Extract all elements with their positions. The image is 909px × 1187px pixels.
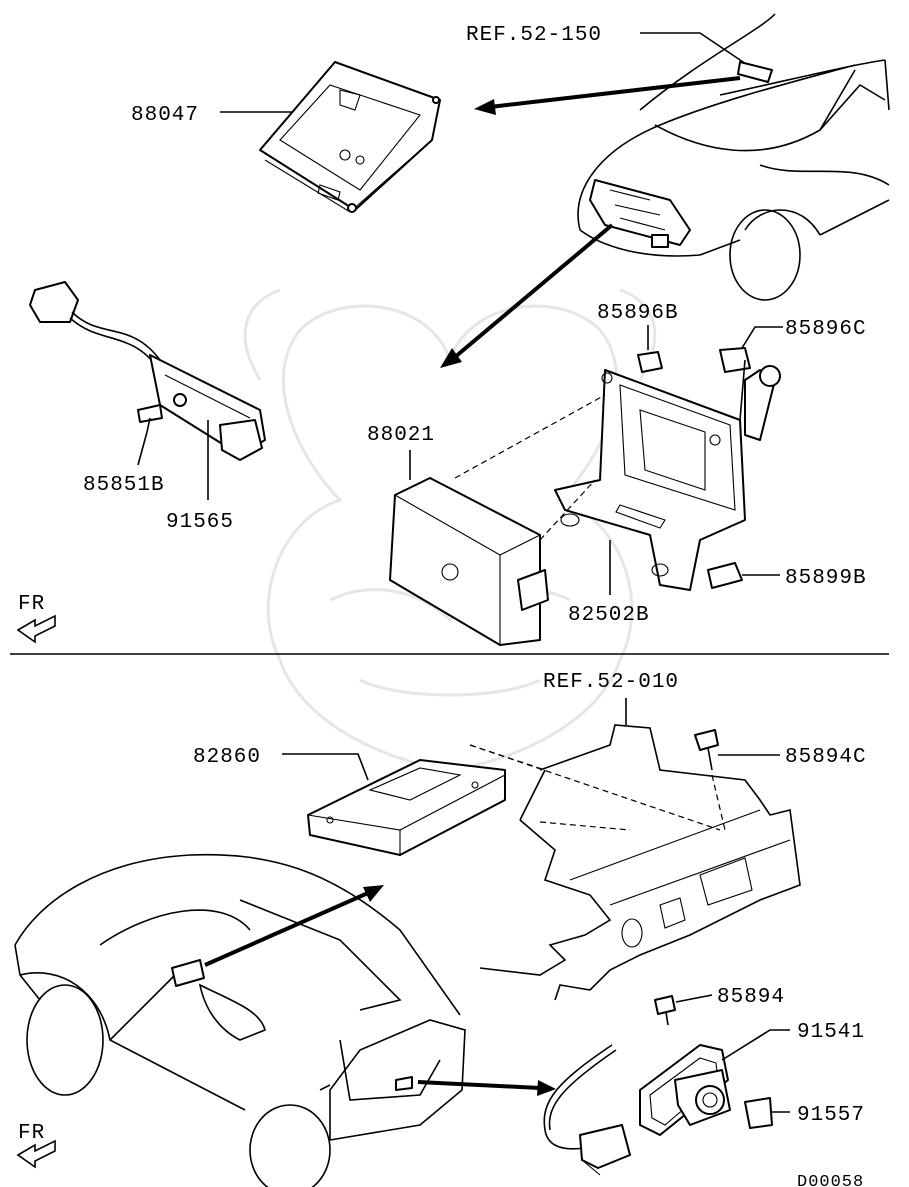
fr-label-bottom: FR bbox=[18, 1122, 45, 1145]
part-82860-module bbox=[307, 759, 506, 856]
part-91557-clip bbox=[744, 1097, 773, 1129]
part-85896C-bolt bbox=[719, 347, 751, 373]
car-rear-view bbox=[14, 853, 466, 1187]
car-front-view bbox=[577, 13, 890, 301]
part-91541-camera bbox=[543, 1044, 731, 1176]
label-85899B: 85899B bbox=[785, 567, 867, 590]
part-82502B-bracket bbox=[554, 359, 781, 591]
floor-panel bbox=[479, 724, 801, 1001]
label-82502B: 82502B bbox=[568, 604, 650, 627]
label-82860: 82860 bbox=[193, 746, 261, 769]
label-85896C: 85896C bbox=[785, 318, 867, 341]
fr-direction-arrow-icon bbox=[16, 614, 56, 644]
part-88047-unit bbox=[259, 61, 441, 213]
fr-label-top: FR bbox=[18, 593, 45, 616]
label-85851B: 85851B bbox=[83, 474, 165, 497]
label-85894: 85894 bbox=[717, 986, 785, 1009]
label-91565: 91565 bbox=[166, 511, 234, 534]
label-85894C: 85894C bbox=[785, 746, 867, 769]
label-88047: 88047 bbox=[131, 104, 199, 127]
label-ref-52-150: REF.52-150 bbox=[466, 24, 602, 47]
diagram-id: D00058 bbox=[797, 1173, 864, 1187]
label-91557: 91557 bbox=[797, 1104, 865, 1127]
part-85894C-screw bbox=[694, 729, 719, 751]
part-85899B-bolt bbox=[707, 562, 743, 589]
part-88021-box bbox=[389, 477, 549, 646]
part-85894-screw bbox=[654, 995, 676, 1015]
label-88021: 88021 bbox=[367, 424, 435, 447]
label-85896B: 85896B bbox=[597, 302, 679, 325]
label-91541: 91541 bbox=[797, 1021, 865, 1044]
part-85851B-screw bbox=[137, 404, 163, 433]
label-ref-52-010: REF.52-010 bbox=[543, 671, 679, 694]
part-91565-harness bbox=[29, 281, 266, 461]
fr-direction-arrow-icon-bottom bbox=[16, 1139, 56, 1169]
part-85896B-nut bbox=[637, 351, 663, 373]
